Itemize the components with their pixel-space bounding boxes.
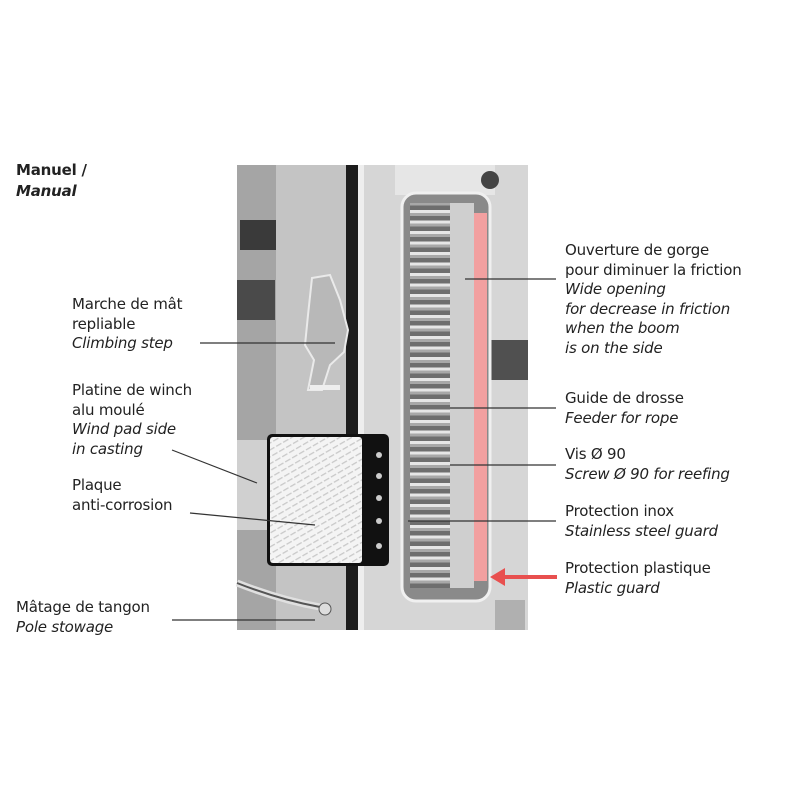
label-en: for decrease in friction [565, 299, 731, 318]
label-en: Plastic guard [565, 578, 660, 597]
label-fr: Protection inox [565, 502, 674, 520]
label-wide-opening: Ouverture de gorge pour diminuer la fric… [565, 241, 742, 358]
label-fr: Platine de winch [72, 381, 192, 399]
climbing-step [303, 273, 350, 391]
label-fr: Ouverture de gorge [565, 241, 710, 259]
anti-corrosion-plate [270, 437, 362, 563]
label-rope-feeder: Guide de drosse Feeder for rope [565, 389, 684, 428]
label-plastic-guard: Protection plastique Plastic guard [565, 559, 711, 598]
label-fr: Guide de drosse [565, 389, 684, 407]
reefing-screw [410, 203, 450, 588]
label-en: Stainless steel guard [565, 521, 718, 540]
label-fr: Vis Ø 90 [565, 445, 626, 463]
label-fr: anti-corrosion [72, 495, 173, 514]
label-en: Pole stowage [16, 617, 114, 636]
pole-stowage-fitting [235, 579, 332, 616]
label-winch-pad: Platine de winch alu moulé Wind pad side… [72, 381, 192, 459]
plastic-guard-arrow [490, 568, 557, 586]
rope-feeder [400, 191, 492, 603]
label-fr: Plaque [72, 476, 122, 494]
plastic-guard-highlight [474, 213, 487, 581]
label-fr: alu moulé [72, 400, 145, 419]
label-en: in casting [72, 439, 143, 458]
label-screw: Vis Ø 90 Screw Ø 90 for reefing [565, 445, 730, 484]
label-en: Feeder for rope [565, 408, 679, 427]
label-en: Wind pad side [72, 420, 176, 438]
label-en: Screw Ø 90 for reefing [565, 464, 730, 483]
label-en: Climbing step [72, 334, 173, 352]
label-fr: Mâtage de tangon [16, 598, 150, 616]
label-en: when the boom [565, 319, 680, 337]
label-en: is on the side [565, 338, 663, 357]
label-fr: pour diminuer la friction [565, 260, 742, 279]
winch-pad [267, 434, 389, 566]
label-stainless-guard: Protection inox Stainless steel guard [565, 502, 718, 541]
title-en: Manual [16, 182, 77, 200]
label-fr: Marche de mât [72, 295, 183, 313]
leader-lines [171, 278, 556, 621]
label-fr: repliable [72, 314, 136, 333]
page-title: Manuel / Manual [16, 160, 87, 202]
label-fr: Protection plastique [565, 559, 711, 577]
label-pole-stowage: Mâtage de tangon Pole stowage [16, 598, 150, 637]
label-anti-corrosion-plate: Plaque anti-corrosion [72, 476, 173, 515]
label-en: Wide opening [565, 280, 666, 298]
title-fr: Manuel / [16, 161, 87, 179]
label-climbing-step: Marche de mât repliable Climbing step [72, 295, 183, 354]
